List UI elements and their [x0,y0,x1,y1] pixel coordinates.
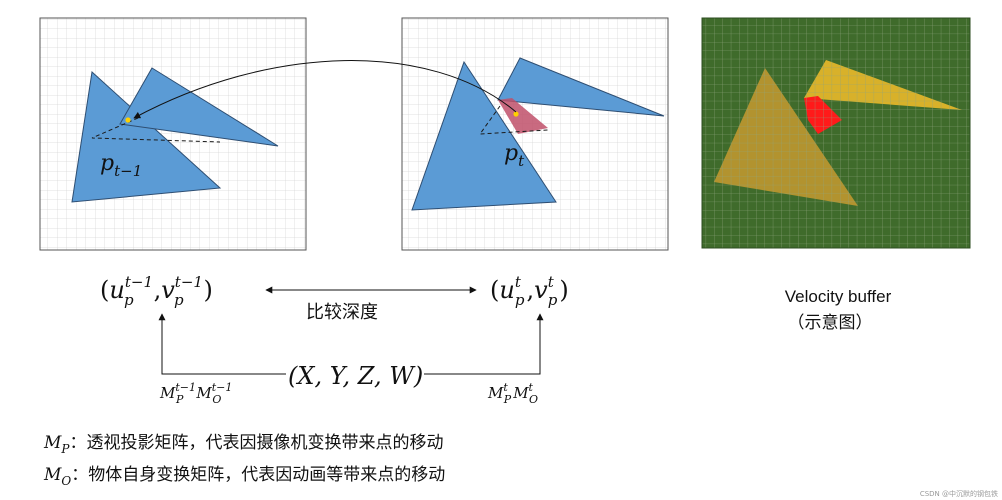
compare-depth-label: 比较深度 [306,302,378,323]
svg-text:MO：物体自身变换矩阵，代表因动画等带来点的移动: MO：物体自身变换矩阵，代表因动画等带来点的移动 [43,465,445,488]
prev-triangle-hidden-edge [91,117,221,143]
world-position-xyzw: (X, Y, Z, W) [288,362,423,390]
curr-triangle-hidden-edge [478,105,549,135]
prev-frame-grid [39,17,307,251]
prev-triangle-left [71,71,222,203]
curr-frame-panel: pt [401,17,669,251]
svg-text:(ut−1p,vt−1p): (ut−1p,vt−1p) [100,273,213,309]
prev-frame-panel: pt−1 [39,17,307,251]
note-mp: MP：透视投影矩阵，代表因摄像机变换带来点的移动 [43,433,444,456]
svg-text:(utp,vtp): (utp,vtp) [490,273,569,309]
velocity-buffer-grid [701,17,971,249]
curr-triangle-right [497,57,665,117]
prev-point-label: pt−1 [100,151,142,180]
velocity-buffer-panel [701,17,971,249]
velocity-buffer-subtitle: （示意图） [788,313,873,333]
projection-connector-prev [158,313,286,375]
prev-point-p [125,117,131,123]
watermark: CSDN @中沉默的钢包铁 [920,489,998,498]
projection-connector-curr [424,313,544,375]
velocity-buffer-title: Velocity buffer [785,287,892,306]
curr-point-label: pt [504,141,525,170]
curr-point-p [513,111,519,117]
note-mo: MO：物体自身变换矩阵，代表因动画等带来点的移动 [43,465,445,488]
prev-triangle-right [119,67,279,147]
motion-curve-arrow [133,60,517,119]
svg-text:MP：透视投影矩阵，代表因摄像机变换带来点的移动: MP：透视投影矩阵，代表因摄像机变换带来点的移动 [43,433,444,456]
